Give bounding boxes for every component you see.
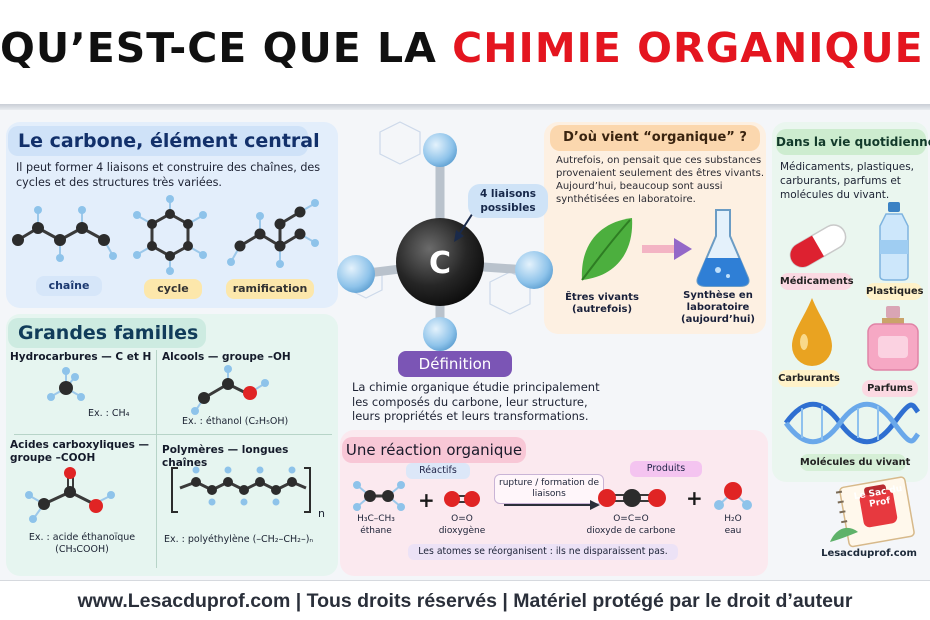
lesacduprof-notebook-logo-icon	[830, 476, 915, 548]
co2-name: dioxyde de carbone	[586, 526, 676, 536]
vie-heading: Dans la vie quotidienne	[776, 129, 930, 155]
famille-polymeres-example: Ex. : polyéthylène (–CH₂–CH₂–)ₙ	[164, 534, 314, 545]
famille-acides-example: Ex. : acide éthanoïque (CH₃COOH)	[28, 532, 136, 555]
methane-molecule-icon	[47, 367, 85, 401]
vie-label-molecules: Molécules du vivant	[800, 454, 910, 471]
plastic-bottle-icon	[879, 202, 909, 281]
polymer-n-subscript: n	[318, 507, 325, 520]
familles-heading: Grandes familles	[8, 318, 206, 348]
ethane-formula: H₃C–CH₃	[357, 514, 395, 524]
carbone-heading: Le carbone, élément central	[8, 126, 320, 156]
ramification-molecule-icon	[227, 199, 319, 268]
co2-formula: O=C=O	[613, 514, 649, 524]
famille-alcools-title: Alcools — groupe –OH	[162, 351, 291, 363]
perfume-bottle-icon	[867, 306, 919, 371]
chain-molecule-icon	[12, 206, 117, 262]
famille-acides-title: Acides carboxyliques — groupe –COOH	[10, 439, 150, 464]
arrow-right-icon	[642, 238, 692, 260]
page-title: QU’EST-CE QUE LA CHIMIE ORGANIQUE ?	[0, 24, 924, 72]
famille-polymeres-title: Polymères — longues chaînes	[162, 444, 289, 469]
dioxygen-formula: O=O	[451, 514, 473, 524]
ethane-molecule-icon	[353, 481, 405, 511]
carbone-description: Il peut former 4 liaisons et construire …	[16, 161, 321, 189]
dioxygen-name: dioxygène	[438, 526, 486, 536]
ethane-name: éthane	[360, 526, 392, 536]
vie-label-plastiques: Plastiques	[866, 283, 924, 300]
footer-bar: www.Lesacduprof.com | Tous droits réserv…	[0, 580, 930, 620]
familles-panel	[6, 314, 338, 576]
carbon-atom-label: C	[428, 246, 452, 281]
reactifs-label: Réactifs	[406, 463, 470, 479]
water-name: eau	[724, 526, 742, 536]
origine-left-caption: Êtres vivants (autrefois)	[565, 292, 639, 315]
definition-text: La chimie organique étudie principalemen…	[352, 380, 600, 423]
produits-label: Produits	[630, 461, 702, 477]
acetic-acid-molecule-icon	[25, 467, 115, 523]
chip-cycle: cycle	[144, 279, 202, 299]
title-bar: QU’EST-CE QUE LA CHIMIE ORGANIQUE ?	[0, 0, 930, 104]
leaf-icon	[581, 218, 633, 281]
vie-label-medicaments: Médicaments	[780, 273, 854, 290]
vie-label-parfums: Parfums	[862, 380, 918, 397]
liaisons-bubble: 4 liaisons possibles	[468, 184, 548, 218]
vie-label-carburants: Carburants	[778, 370, 840, 387]
reaction-plus-1: +	[418, 488, 435, 512]
vie-quotidienne-panel	[772, 122, 928, 482]
carbon-atom-model-icon	[337, 133, 553, 351]
footer-copyright: www.Lesacduprof.com | Tous droits réserv…	[77, 590, 853, 612]
reaction-arrow-icon	[504, 500, 600, 510]
origine-right-caption: Synthèse en laboratoire (aujourd’hui)	[681, 290, 755, 325]
flask-icon	[696, 209, 750, 287]
origine-heading: D’où vient “organique” ?	[550, 125, 760, 151]
reaction-note: Les atomes se réorganisent : ils ne disp…	[408, 544, 678, 560]
fuel-drop-icon	[792, 298, 832, 366]
water-molecule-icon	[714, 482, 752, 510]
pill-capsule-icon	[789, 224, 847, 268]
ethanol-molecule-icon	[191, 365, 269, 415]
polyethylene-chain-icon	[171, 466, 311, 513]
cycle-molecule-icon	[133, 195, 207, 275]
co2-molecule-icon	[598, 489, 666, 507]
reaction-plus-2: +	[686, 486, 703, 510]
title-divider	[0, 104, 930, 110]
origine-description: Autrefois, on pensait que ces substances…	[556, 155, 765, 205]
familles-divider-horizontal	[14, 434, 332, 435]
dna-helix-icon	[783, 401, 921, 445]
water-formula: H₂O	[724, 514, 742, 524]
famille-hydrocarbures-example: Ex. : CH₄	[88, 408, 130, 419]
reaction-heading: Une réaction organique	[342, 437, 526, 463]
title-highlight: CHIMIE ORGANIQUE	[452, 24, 924, 72]
notebook-site-text: Lesacduprof.com	[821, 548, 917, 559]
chip-ramification: ramification	[226, 279, 314, 299]
chip-chaine: chaîne	[36, 276, 102, 296]
reaction-arrow-label: rupture / formation de liaisons	[494, 474, 604, 504]
famille-alcools-example: Ex. : éthanol (C₂H₅OH)	[182, 416, 289, 427]
famille-hydrocarbures-title: Hydrocarbures — C et H	[10, 351, 152, 363]
familles-divider-vertical	[156, 350, 157, 568]
dioxygen-molecule-icon	[444, 491, 480, 507]
definition-heading: Définition	[398, 351, 512, 377]
vie-description: Médicaments, plastiques, carburants, par…	[780, 161, 915, 201]
